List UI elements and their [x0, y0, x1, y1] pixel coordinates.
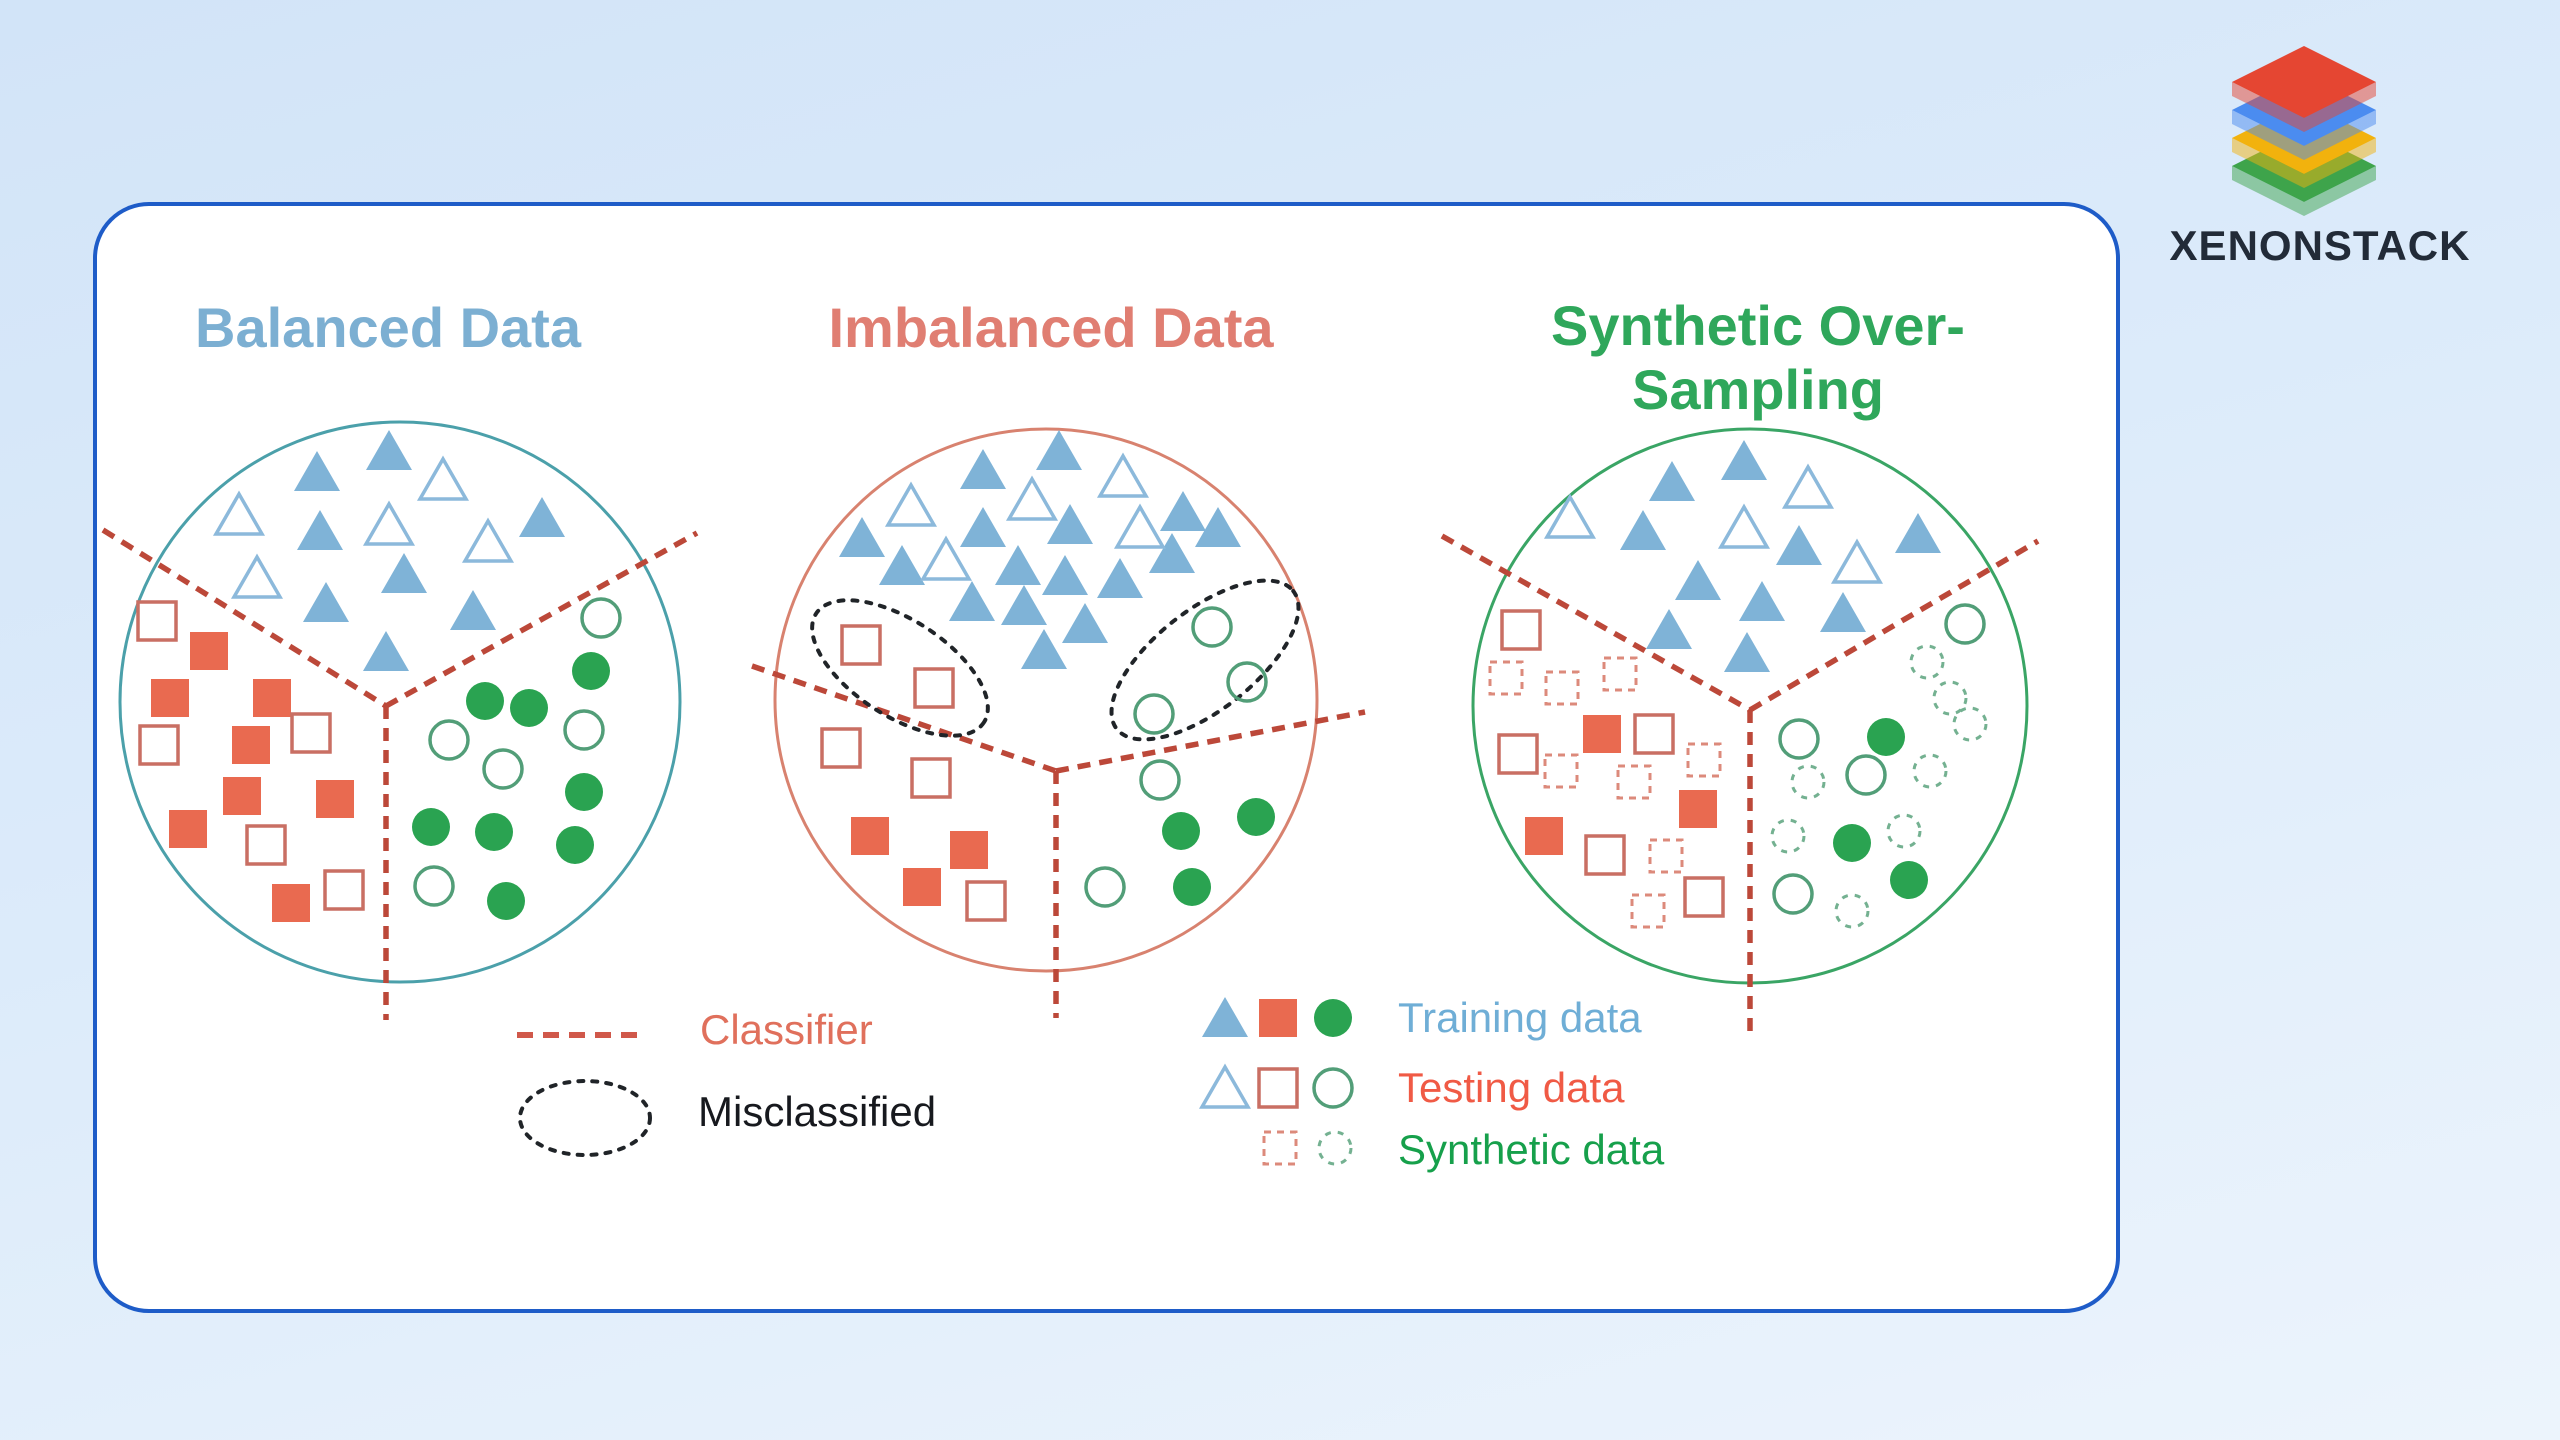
legend-misclassified-label: Misclassified: [698, 1088, 937, 1135]
legend-classifier-label: Classifier: [700, 1006, 873, 1053]
logo-wordmark: XENONSTACK: [2169, 222, 2471, 269]
panel-title-synthetic: Synthetic Over-Sampling: [1551, 294, 1965, 421]
panel-title-imbalanced: Imbalanced Data: [828, 296, 1274, 359]
logo-layers-icon: [2232, 46, 2376, 216]
panel-title-balanced: Balanced Data: [195, 296, 581, 359]
legend-testing-data-label: Testing data: [1398, 1064, 1625, 1111]
legend-synthetic-data-label: Synthetic data: [1398, 1126, 1665, 1173]
legend-training-data-label: Training data: [1398, 994, 1642, 1041]
xenonstack-logo: XENONSTACK: [2150, 40, 2490, 280]
